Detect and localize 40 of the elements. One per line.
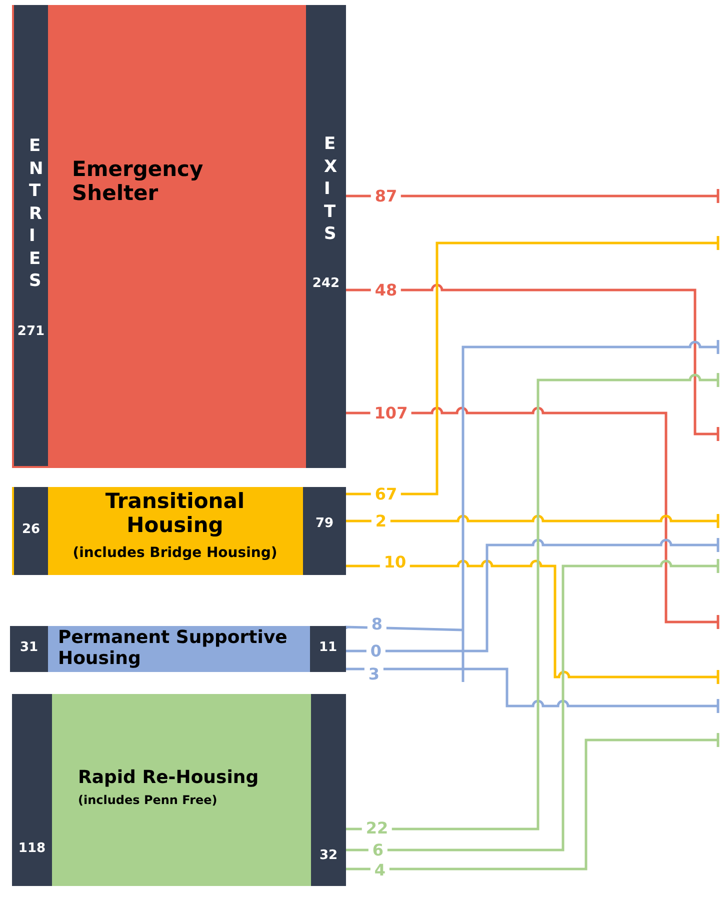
flow-line <box>346 512 720 530</box>
program-box <box>10 626 346 672</box>
flow-line <box>344 338 720 684</box>
flow-line <box>346 406 720 630</box>
count-bar <box>10 626 48 672</box>
program-box <box>12 694 346 886</box>
flow-line <box>346 560 720 686</box>
count-label: 31 <box>18 641 40 656</box>
program-title: Emergency Shelter <box>72 157 204 206</box>
count-label: 11 <box>318 641 338 656</box>
count-label: 271 <box>16 325 46 340</box>
program-note: (includes Bridge Housing) <box>72 545 278 562</box>
exits-bar <box>306 5 346 468</box>
program-note: (includes Penn Free) <box>78 794 218 808</box>
count-label: 26 <box>20 523 42 538</box>
count-label: 79 <box>314 517 335 532</box>
program-box <box>12 5 346 468</box>
program-title: Permanent Supportive Housing <box>58 628 288 670</box>
entries-bar <box>14 5 48 466</box>
vertical-label: EXITS <box>323 133 338 246</box>
flow-line <box>346 558 720 852</box>
flow-line <box>346 234 720 496</box>
flow-line <box>346 188 720 204</box>
count-label: 242 <box>311 277 341 292</box>
flow-line <box>346 372 720 830</box>
count-bar <box>12 694 52 886</box>
count-bar <box>310 626 346 672</box>
count-bar <box>303 487 346 575</box>
flow-line <box>346 732 720 870</box>
program-title: Rapid Re-Housing <box>78 768 260 789</box>
count-label: 32 <box>318 849 339 864</box>
program-box <box>12 487 346 575</box>
flow-line <box>346 536 720 652</box>
count-label: 118 <box>17 842 47 857</box>
count-bar <box>311 694 346 886</box>
flow-line <box>346 668 720 714</box>
count-bar <box>14 487 48 575</box>
program-title: Transitional Housing <box>104 489 246 538</box>
vertical-label: ENTRIES <box>28 135 44 292</box>
flow-line <box>346 284 720 442</box>
